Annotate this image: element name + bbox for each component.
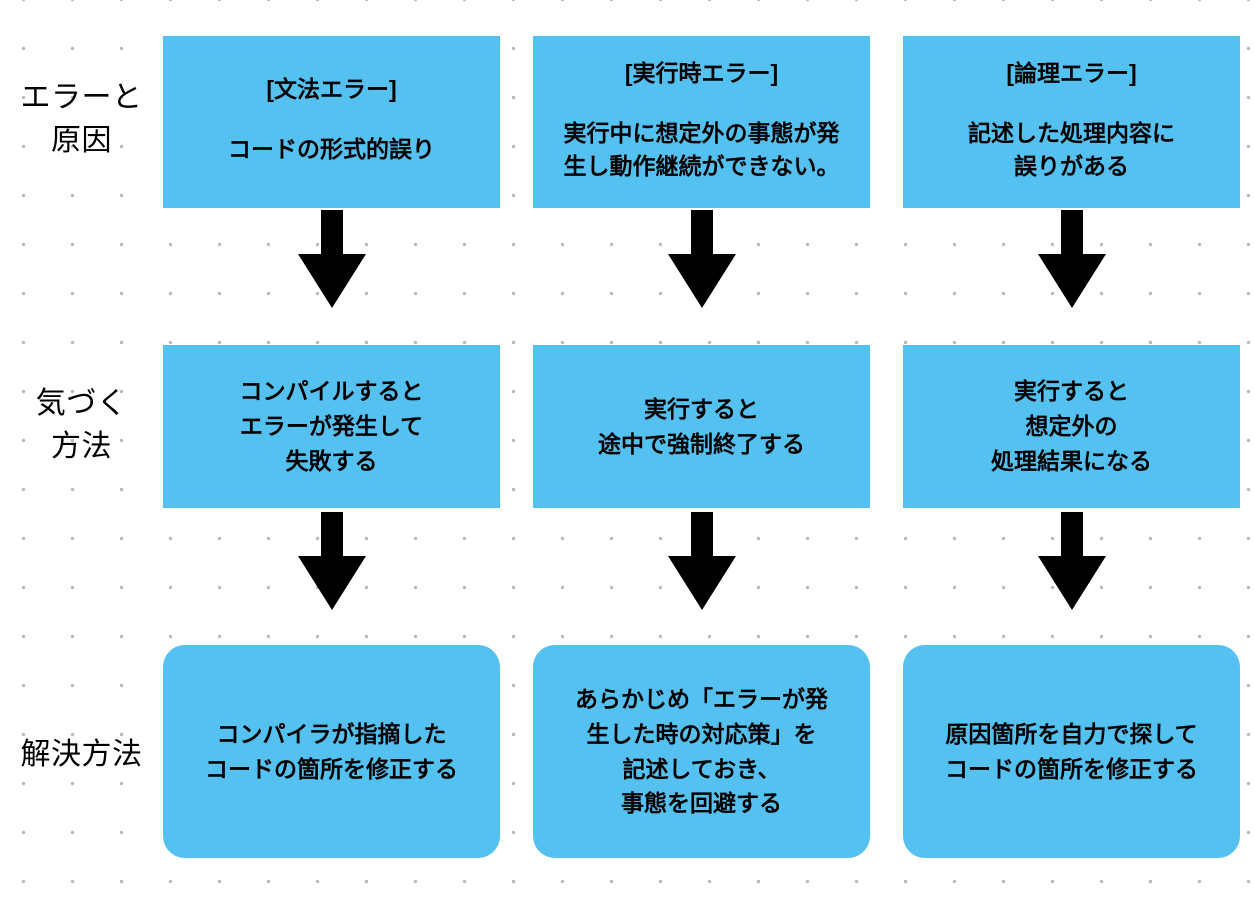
node-runtime-error-notice[interactable]: 実行すると 途中で強制終了する <box>533 345 870 508</box>
down-arrow-icon <box>668 512 736 610</box>
node-runtime-error-solution[interactable]: あらかじめ「エラーが発 生した時の対応策」を 記述しておき、 事態を回避する <box>533 645 870 858</box>
node-logic-error-notice-label: 実行すると 想定外の 処理結果になる <box>991 378 1152 474</box>
node-logic-error-notice[interactable]: 実行すると 想定外の 処理結果になる <box>903 345 1240 508</box>
node-runtime-error-cause-title: [実行時エラー] <box>624 59 779 86</box>
node-logic-error-solution[interactable]: 原因箇所を自力で探して コードの箇所を修正する <box>903 645 1240 858</box>
node-syntax-error-notice-label: コンパイルすると エラーが発生して 失敗する <box>239 378 424 474</box>
node-runtime-error-notice-label: 実行すると 途中で強制終了する <box>598 395 805 457</box>
row-label-error-and-cause: エラーと 原因 <box>20 81 143 157</box>
row-label-solution-method: 解決方法 <box>20 738 143 771</box>
node-syntax-error-solution-label: コンパイラが指摘した コードの箇所を修正する <box>205 720 458 782</box>
node-logic-error-solution-text: 原因箇所を自力で探して コードの箇所を修正する <box>935 699 1208 805</box>
down-arrow-icon <box>298 512 366 610</box>
node-syntax-error-cause-body: コードの形式的誤り <box>228 136 435 163</box>
node-syntax-error-cause-text: [文法エラー] コードの形式的誤り <box>218 60 445 184</box>
node-syntax-error-notice[interactable]: コンパイルすると エラーが発生して 失敗する <box>163 345 500 508</box>
down-arrow-icon <box>298 210 366 308</box>
node-runtime-error-cause[interactable]: [実行時エラー] 実行中に想定外の事態が発 生し動作継続ができない。 <box>533 36 870 208</box>
node-syntax-error-solution[interactable]: コンパイラが指摘した コードの箇所を修正する <box>163 645 500 858</box>
node-logic-error-cause-title: [論理エラー] <box>1006 59 1137 86</box>
node-logic-error-cause-body: 記述した処理内容に 誤りがある <box>968 119 1175 179</box>
node-runtime-error-solution-label: あらかじめ「エラーが発 生した時の対応策」を 記述しておき、 事態を回避する <box>575 685 828 817</box>
node-logic-error-notice-text: 実行すると 想定外の 処理結果になる <box>981 356 1162 497</box>
node-runtime-error-cause-body: 実行中に想定外の事態が発 生し動作継続ができない。 <box>563 119 840 179</box>
down-arrow-icon <box>1038 210 1106 308</box>
node-syntax-error-cause-title: [文法エラー] <box>266 76 397 103</box>
node-runtime-error-notice-text: 実行すると 途中で強制終了する <box>588 374 815 480</box>
down-arrow-icon <box>1038 512 1106 610</box>
down-arrow-icon <box>668 210 736 308</box>
node-logic-error-cause[interactable]: [論理エラー] 記述した処理内容に 誤りがある <box>903 36 1240 208</box>
node-runtime-error-cause-text: [実行時エラー] 実行中に想定外の事態が発 生し動作継続ができない。 <box>554 44 850 200</box>
row-label-how-to-notice: 気づく 方法 <box>35 387 128 463</box>
node-syntax-error-notice-text: コンパイルすると エラーが発生して 失敗する <box>230 356 434 497</box>
node-syntax-error-solution-text: コンパイラが指摘した コードの箇所を修正する <box>195 699 468 805</box>
node-runtime-error-solution-text: あらかじめ「エラーが発 生した時の対応策」を 記述しておき、 事態を回避する <box>565 664 838 840</box>
node-logic-error-solution-label: 原因箇所を自力で探して コードの箇所を修正する <box>945 720 1198 782</box>
node-logic-error-cause-text: [論理エラー] 記述した処理内容に 誤りがある <box>958 44 1185 200</box>
node-syntax-error-cause[interactable]: [文法エラー] コードの形式的誤り <box>163 36 500 208</box>
